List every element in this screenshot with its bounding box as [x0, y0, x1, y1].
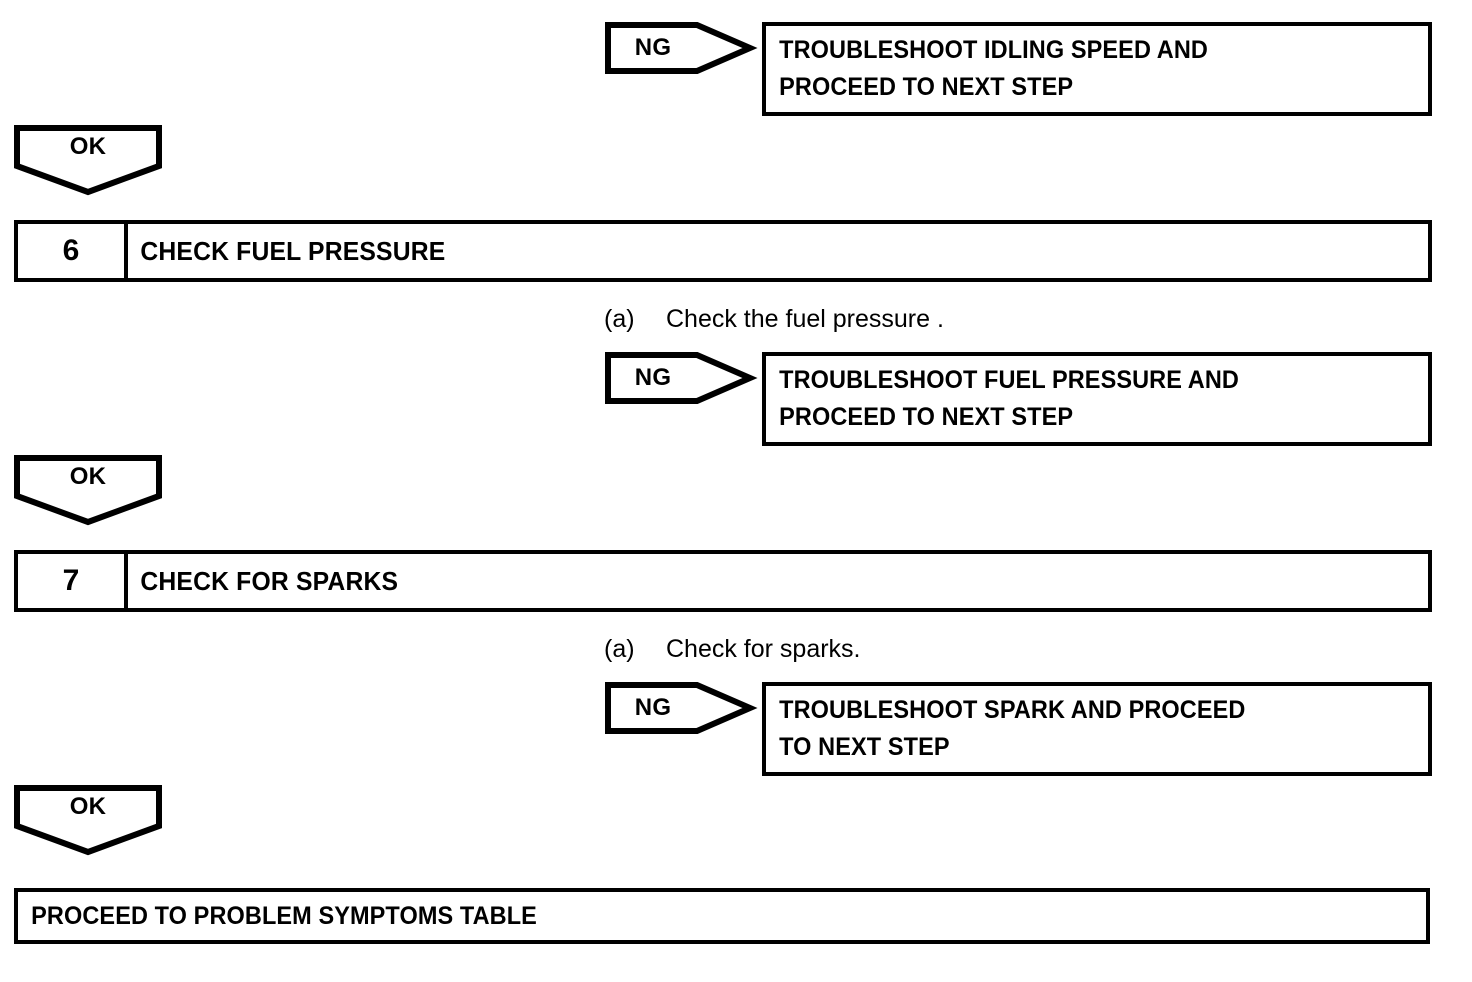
substep-6-a: (a) Check the fuel pressure . — [604, 305, 944, 334]
substep-text-6-a: Check the fuel pressure . — [666, 305, 944, 333]
ok-branch-label-2: OK — [69, 463, 107, 490]
ng-branch-label-3: NG — [634, 694, 672, 721]
ng-branch-tag-2: NG — [605, 352, 758, 404]
substep-marker-6-a: (a) — [604, 305, 635, 333]
ok-branch-tag-2: OK — [14, 455, 162, 526]
ok-pentagon-shape — [14, 785, 162, 856]
step-number-6: 6 — [18, 224, 128, 278]
ng-result-text-2: TROUBLESHOOT FUEL PRESSURE AND PROCEED T… — [779, 366, 1239, 431]
ok-branch-label-3: OK — [69, 793, 107, 820]
ng-result-box-3: TROUBLESHOOT SPARK AND PROCEED TO NEXT S… — [762, 682, 1432, 776]
substep-marker-7-a: (a) — [604, 635, 635, 663]
ng-result-text-3: TROUBLESHOOT SPARK AND PROCEED TO NEXT S… — [779, 696, 1246, 761]
ng-result-text-1: TROUBLESHOOT IDLING SPEED AND PROCEED TO… — [779, 36, 1208, 101]
ng-pentagon-shape — [605, 22, 758, 74]
step-bar-7: 7 CHECK FOR SPARKS — [14, 550, 1432, 612]
ng-result-box-1: TROUBLESHOOT IDLING SPEED AND PROCEED TO… — [762, 22, 1432, 116]
step-number-7: 7 — [18, 554, 128, 608]
ng-pentagon-shape — [605, 352, 758, 404]
step-title-6: CHECK FUEL PRESSURE — [140, 235, 446, 266]
ng-branch-label-1: NG — [634, 34, 672, 61]
ng-pentagon-shape — [605, 682, 758, 734]
ng-branch-label-2: NG — [634, 364, 672, 391]
ok-pentagon-shape — [14, 125, 162, 196]
ng-result-box-2: TROUBLESHOOT FUEL PRESSURE AND PROCEED T… — [762, 352, 1432, 446]
step-bar-6: 6 CHECK FUEL PRESSURE — [14, 220, 1432, 282]
final-result-box: PROCEED TO PROBLEM SYMPTOMS TABLE — [14, 888, 1430, 944]
substep-text-7-a: Check for sparks. — [666, 635, 861, 663]
ng-branch-tag-1: NG — [605, 22, 758, 74]
substep-7-a: (a) Check for sparks. — [604, 635, 861, 664]
ng-branch-tag-3: NG — [605, 682, 758, 734]
ok-pentagon-shape — [14, 455, 162, 526]
step-title-7: CHECK FOR SPARKS — [140, 565, 399, 596]
ok-branch-tag-1: OK — [14, 125, 162, 196]
ok-branch-tag-3: OK — [14, 785, 162, 856]
ok-branch-label-1: OK — [69, 133, 107, 160]
final-result-text: PROCEED TO PROBLEM SYMPTOMS TABLE — [31, 901, 537, 930]
